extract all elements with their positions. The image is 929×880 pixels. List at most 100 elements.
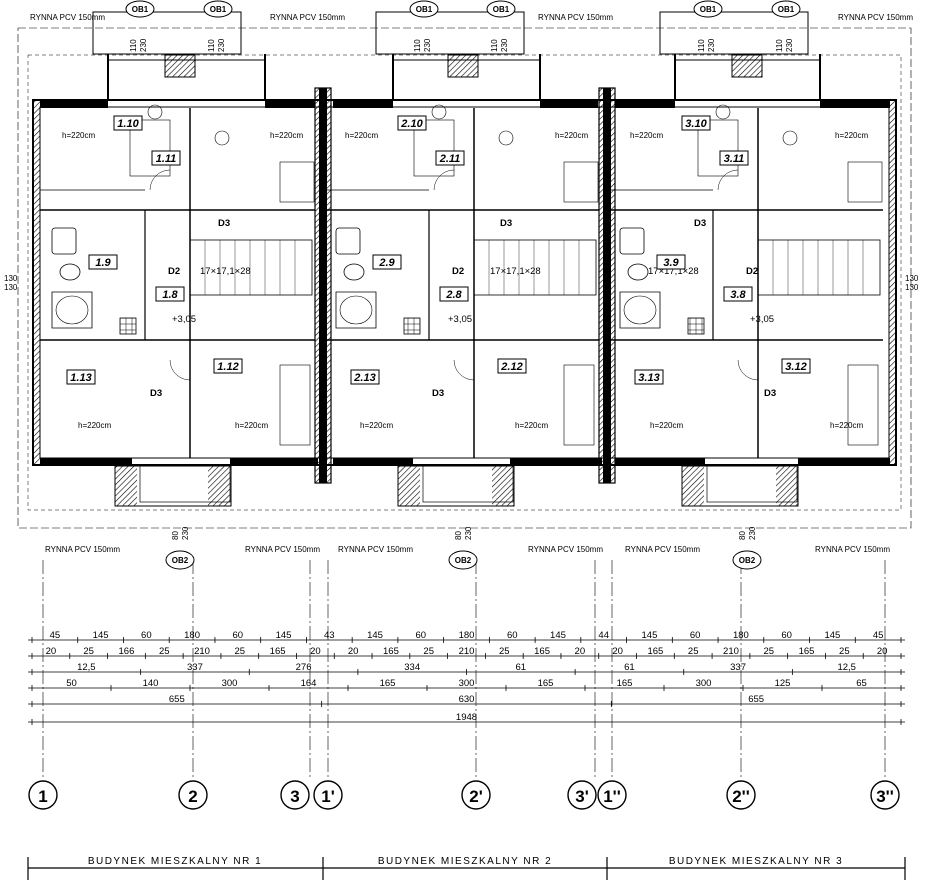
axis-bubble [313, 780, 343, 810]
unit-3-partitions [608, 104, 883, 458]
dimension-value: 165 [380, 678, 396, 689]
room-box [781, 358, 811, 374]
dimension-value: 165 [799, 646, 815, 657]
svg-text:230: 230 [748, 526, 757, 540]
ob1-label: OB1 [416, 5, 433, 14]
ob1-label: OB1 [700, 5, 717, 14]
room-box [435, 150, 465, 166]
axis-label: 1 [38, 787, 47, 806]
level-mark: +3,05 [448, 314, 472, 325]
room-number: 1.12 [217, 361, 238, 373]
svg-text:110: 110 [129, 39, 138, 52]
room-box [113, 115, 143, 131]
svg-text:h=220cm: h=220cm [78, 421, 111, 430]
svg-text:80: 80 [454, 531, 463, 540]
svg-text:130: 130 [905, 283, 919, 292]
gutter-label: RYNNA PCV 150mm [528, 545, 603, 554]
dimension-value: 20 [877, 646, 888, 657]
axis-label: 1'' [603, 787, 621, 806]
dimension-value: 12,5 [837, 662, 856, 673]
svg-text:80: 80 [738, 531, 747, 540]
dimension-value: 165 [617, 678, 633, 689]
axis-bubble [178, 780, 208, 810]
stairs-label: 17×17,1×28 [490, 266, 541, 277]
svg-text:h=220cm: h=220cm [270, 131, 303, 140]
svg-text:230: 230 [423, 38, 432, 52]
room-box [681, 115, 711, 131]
dimension-value: 180 [733, 630, 749, 641]
room-number: 2.8 [445, 289, 462, 301]
axis-bubble [567, 780, 597, 810]
dimension-value: 60 [781, 630, 792, 641]
dimension-value: 165 [270, 646, 286, 657]
dimension-value: 140 [143, 678, 159, 689]
svg-text:230: 230 [500, 38, 509, 52]
dimension-value: 165 [647, 646, 663, 657]
room-number: 1.8 [162, 289, 178, 301]
dimension-value: 44 [598, 630, 609, 641]
svg-text:D3: D3 [432, 388, 444, 399]
dimension-value: 60 [233, 630, 244, 641]
dimension-value: 337 [187, 662, 203, 673]
dimension-value: 337 [730, 662, 746, 673]
unit-1-partitions [40, 104, 315, 458]
room-box [497, 358, 527, 374]
svg-text:D2: D2 [168, 266, 180, 277]
gutter-label: RYNNA PCV 150mm [838, 13, 913, 22]
room-number: 3.12 [785, 361, 806, 373]
unit-2-partitions [324, 104, 599, 458]
dimension-value: 145 [93, 630, 109, 641]
gutter-label: RYNNA PCV 150mm [270, 13, 345, 22]
svg-text:230: 230 [707, 38, 716, 52]
svg-text:130: 130 [4, 274, 18, 283]
dimension-value: 655 [748, 694, 764, 705]
dimension-value: 60 [141, 630, 152, 641]
ob2-label: OB2 [739, 556, 756, 565]
svg-text:80: 80 [171, 531, 180, 540]
dimension-value: 210 [459, 646, 475, 657]
axis-label: 3' [575, 787, 589, 806]
svg-text:h=220cm: h=220cm [555, 131, 588, 140]
svg-text:110: 110 [775, 39, 784, 52]
dimension-value: 145 [276, 630, 292, 641]
dimension-value: 60 [690, 630, 701, 641]
gutter-label: RYNNA PCV 150mm [30, 13, 105, 22]
dimension-value: 300 [222, 678, 238, 689]
dimension-value: 25 [763, 646, 774, 657]
room-number: 3.9 [663, 257, 679, 269]
room-number: 2.11 [439, 153, 461, 165]
svg-text:D2: D2 [452, 266, 464, 277]
dimension-value: 25 [499, 646, 510, 657]
dimension-value: 61 [624, 662, 635, 673]
dimension-value: 20 [46, 646, 57, 657]
gutter-label: RYNNA PCV 150mm [45, 545, 120, 554]
dimension-value: 50 [66, 678, 77, 689]
bed-height-labels: h=220cm h=220cm h=220cm h=220cm h=220cm … [62, 131, 868, 430]
dimension-value: 20 [310, 646, 321, 657]
svg-text:h=220cm: h=220cm [345, 131, 378, 140]
axis-label: 1' [321, 787, 335, 806]
building-division-line [27, 857, 906, 880]
dimension-value: 125 [775, 678, 791, 689]
dimension-value: 25 [688, 646, 699, 657]
room-number: 3.13 [638, 372, 659, 384]
svg-text:D3: D3 [150, 388, 162, 399]
svg-text:h=220cm: h=220cm [62, 131, 95, 140]
svg-text:h=220cm: h=220cm [830, 421, 863, 430]
axis-lines [42, 560, 886, 780]
axis-label: 2' [469, 787, 483, 806]
dimension-value: 276 [296, 662, 312, 673]
svg-text:130: 130 [4, 283, 18, 292]
building-label-1: BUDYNEK MIESZKALNY NR 1 [88, 856, 262, 867]
dimension-value: 145 [550, 630, 566, 641]
gutter-label: RYNNA PCV 150mm [625, 545, 700, 554]
ob2-label: OB2 [172, 556, 189, 565]
room-number: 3.8 [730, 289, 746, 301]
dimension-value: 1948 [456, 712, 477, 723]
svg-text:h=220cm: h=220cm [360, 421, 393, 430]
room-box [719, 150, 749, 166]
ob1-label: OB1 [493, 5, 510, 14]
room-box [372, 254, 402, 270]
